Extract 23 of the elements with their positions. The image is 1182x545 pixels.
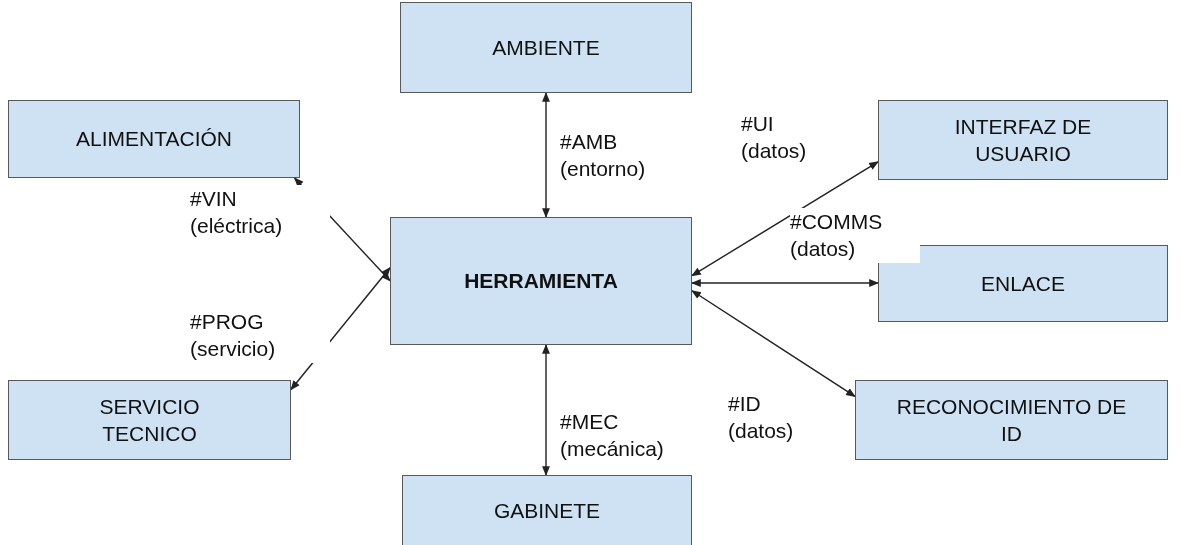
box-label: RECONOCIMIENTO DE ID (895, 393, 1128, 447)
edge-label: #COMMS (datos) (790, 208, 920, 263)
box-label: INTERFAZ DE USUARIO (953, 113, 1093, 167)
connector-arrow (691, 290, 856, 398)
connector-arrow (691, 161, 879, 277)
component-box (390, 217, 692, 345)
component-box (878, 245, 1168, 322)
component-box (402, 475, 692, 545)
edge-label: #VIN (eléctrica) (190, 185, 330, 240)
box-label: ENLACE (981, 270, 1065, 297)
box-label: ALIMENTACIÓN (76, 126, 232, 153)
component-box (8, 380, 291, 460)
connector-arrow (691, 279, 879, 287)
connector-arrow (542, 344, 550, 476)
component-box (855, 380, 1168, 460)
component-box (8, 100, 300, 178)
component-box (400, 2, 692, 93)
component-box (878, 100, 1168, 180)
box-label: AMBIENTE (492, 34, 600, 61)
box-label: HERRAMIENTA (464, 268, 618, 295)
connector-arrow (542, 92, 550, 218)
box-label: GABINETE (493, 498, 601, 525)
box-label: SERVICIO TECNICO (98, 393, 201, 447)
